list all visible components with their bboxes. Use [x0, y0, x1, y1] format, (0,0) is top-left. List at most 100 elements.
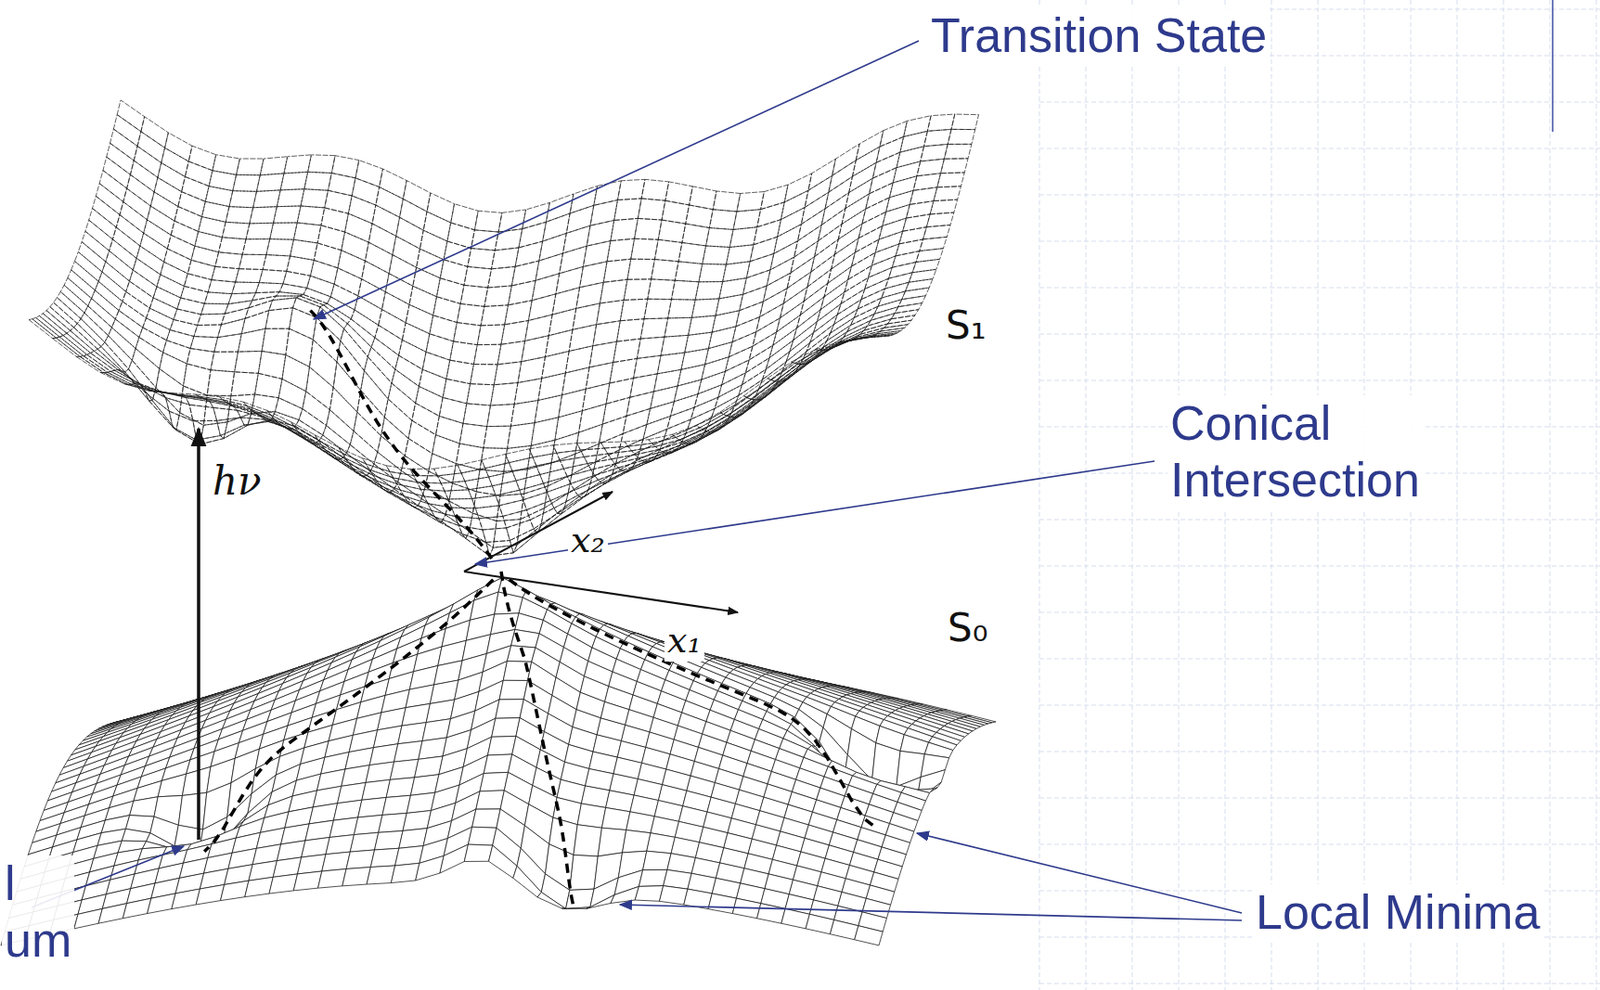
mesh-cell [487, 404, 515, 427]
grid-line [1039, 334, 1600, 336]
mesh-cell [122, 898, 151, 919]
mesh-cell [386, 777, 414, 799]
mesh-cell [780, 190, 808, 220]
mesh-cell [606, 238, 634, 262]
mesh-cell [370, 464, 398, 490]
mesh-cell [299, 294, 327, 305]
mesh-cell [293, 222, 321, 244]
mesh-cell [371, 337, 399, 370]
mesh-cell [325, 835, 354, 855]
mesh-cell [415, 855, 444, 881]
grid-line [1039, 241, 1600, 243]
mesh-cell [523, 491, 551, 510]
mesh-cell [902, 287, 930, 300]
mesh-cell [513, 526, 541, 554]
mesh-cell [130, 383, 158, 391]
mesh-cell [182, 363, 210, 396]
mesh-cell [750, 381, 778, 400]
mesh-cell [691, 298, 719, 318]
mesh-cell [521, 335, 549, 362]
mesh-cell [475, 505, 503, 519]
mesh-cell [662, 443, 690, 454]
mesh-cell [349, 832, 378, 852]
mesh-cell [781, 908, 810, 929]
mesh-cell [929, 199, 957, 215]
mesh-cell [477, 324, 504, 346]
mesh-cell [178, 192, 206, 218]
mesh-cell [165, 398, 193, 422]
grid-line [1039, 798, 1600, 800]
mesh-cell [94, 281, 122, 310]
mesh-cell [376, 480, 404, 497]
mesh-cell [384, 399, 412, 439]
mesh-cell [187, 259, 215, 280]
mesh-cell [366, 865, 395, 885]
mesh-cell [591, 464, 619, 476]
mesh-cell [417, 482, 445, 491]
mesh-cell [129, 797, 158, 817]
mesh-cell [201, 303, 229, 315]
mesh-cell [313, 243, 341, 269]
mesh-cell [467, 248, 495, 270]
mesh-cell [206, 370, 234, 397]
mesh-cell [92, 195, 120, 228]
mesh-cell [712, 191, 740, 212]
mesh-cell [848, 252, 876, 280]
mesh-cell [296, 206, 324, 226]
mesh-cell [306, 366, 334, 410]
mesh-cell [255, 373, 283, 398]
mesh-cell [368, 223, 396, 256]
mesh-cell [667, 407, 695, 429]
mesh-cell [673, 379, 701, 402]
mesh-cell [95, 183, 123, 216]
mesh-cell [163, 340, 191, 364]
mesh-cell [876, 136, 904, 163]
mesh-cell [225, 206, 253, 224]
mesh-cell [140, 232, 168, 262]
mesh-cell [81, 231, 109, 262]
mesh-cell [378, 309, 406, 341]
mesh-cell [845, 178, 873, 209]
mesh-cell [760, 288, 788, 318]
mesh-cell [865, 182, 893, 209]
mesh-cell [232, 174, 260, 192]
mesh-cell [770, 241, 798, 271]
mesh-cell [106, 142, 134, 175]
mesh-cell [382, 795, 411, 815]
mesh-cell [433, 296, 461, 323]
mesh-cell [235, 269, 263, 284]
mesh-cell [89, 208, 117, 240]
mesh-cell [834, 223, 862, 255]
mesh-cell [576, 282, 604, 309]
mesh-cell [273, 419, 301, 437]
mesh-cell [229, 191, 257, 208]
mesh-cell [664, 317, 692, 337]
mesh-cell [464, 266, 491, 288]
mesh-cell [50, 302, 78, 328]
mesh-cell [688, 315, 716, 336]
mesh-cell [328, 172, 356, 195]
mesh-cell [774, 363, 802, 382]
mesh-cell [372, 205, 400, 236]
mesh-cell [735, 301, 763, 327]
mesh-cell [685, 205, 713, 229]
mesh-cell [417, 498, 445, 522]
mesh-cell [389, 471, 417, 482]
mesh-cell [580, 261, 607, 288]
mesh-cell [851, 146, 879, 177]
mesh-cell [709, 209, 736, 231]
mesh-cell [729, 227, 757, 248]
mesh-cell [115, 310, 142, 338]
mesh-cell [743, 270, 771, 295]
mesh-cell [361, 371, 388, 418]
mesh-cell [610, 886, 639, 904]
mesh-cell [894, 303, 922, 314]
mesh-cell [270, 222, 297, 240]
mesh-cell [568, 324, 596, 352]
mesh-cell [211, 266, 239, 283]
mesh-cell [490, 247, 518, 270]
mesh-cell [279, 283, 307, 296]
mesh-cell [637, 198, 665, 220]
mesh-cell [93, 348, 121, 371]
mesh-cell [354, 296, 382, 326]
